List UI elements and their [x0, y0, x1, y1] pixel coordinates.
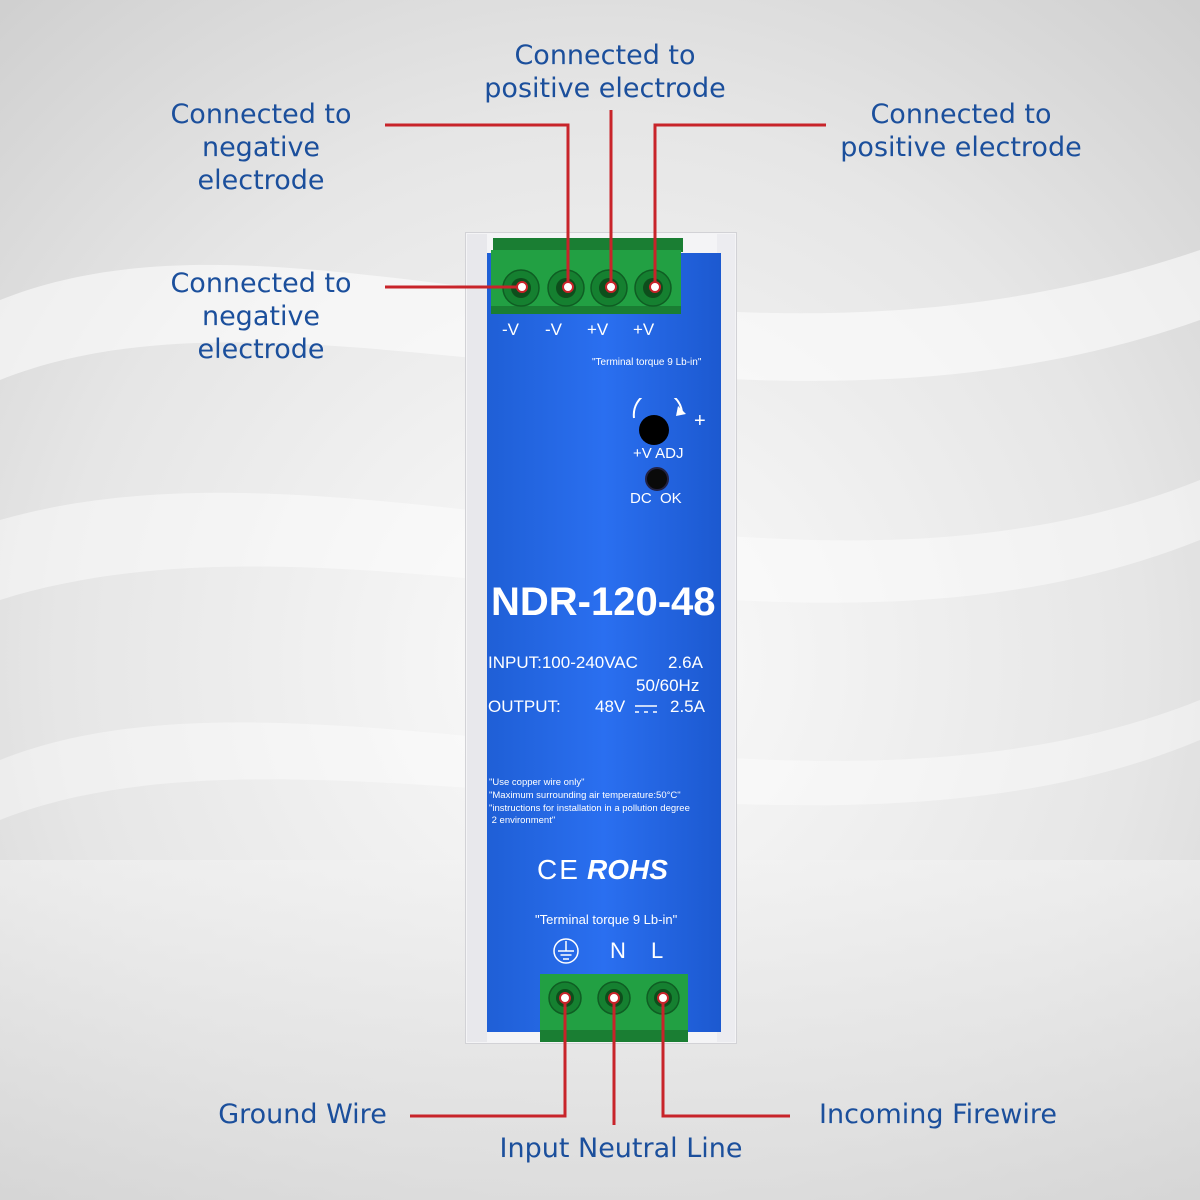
torque-note-bottom: "Terminal torque 9 Lb-in" — [535, 912, 678, 927]
callout-neutral-line: Input Neutral Line — [499, 1133, 743, 1164]
dc-ok-led — [645, 467, 669, 491]
callout-top-right: Connected to positive electrode — [840, 99, 1082, 163]
terminal-label-pos-1: +V — [587, 320, 609, 339]
dc-ok-label: DC OK — [630, 490, 682, 507]
ce-mark: CE — [537, 854, 580, 885]
line-terminal-label: L — [651, 938, 664, 963]
input-spec: INPUT:100-240VAC — [488, 653, 638, 672]
note-line-2: "Maximum surrounding air temperature:50°… — [489, 790, 681, 801]
output-label: OUTPUT: — [488, 697, 561, 716]
output-current: 2.5A — [670, 697, 705, 716]
note-line-1: "Use copper wire only" — [489, 777, 585, 788]
callout-mid-left: Connected to negative electrode — [170, 268, 352, 365]
torque-note-top: "Terminal torque 9 Lb-in" — [592, 357, 702, 368]
rohs-mark: ROHS — [587, 854, 668, 885]
terminal-label-pos-2: +V — [633, 320, 655, 339]
output-voltage: 48V — [595, 697, 626, 716]
callout-ground-wire: Ground Wire — [218, 1099, 387, 1130]
model-number: NDR-120-48 — [491, 580, 716, 624]
callout-incoming-firewire: Incoming Firewire — [819, 1099, 1057, 1130]
note-line-4: 2 environment" — [489, 815, 556, 826]
callout-top-center: Connected to positive electrode — [484, 40, 726, 104]
note-line-3: "instructions for installation in a poll… — [489, 803, 690, 814]
adjust-plus: + — [694, 410, 706, 432]
input-current: 2.6A — [668, 653, 703, 672]
neutral-terminal-label: N — [610, 938, 626, 963]
rotate-arrow-icon — [632, 398, 686, 445]
terminal-label-neg-1: -V — [502, 320, 519, 339]
front-panel — [487, 253, 721, 1032]
input-frequency: 50/60Hz — [636, 676, 700, 695]
voltage-adjust-label: +V ADJ — [633, 445, 684, 462]
callout-top-left: Connected to negative electrode — [170, 99, 352, 196]
ground-symbol-icon — [553, 938, 579, 964]
terminal-label-neg-2: -V — [545, 320, 562, 339]
dc-symbol-icon — [635, 705, 657, 713]
